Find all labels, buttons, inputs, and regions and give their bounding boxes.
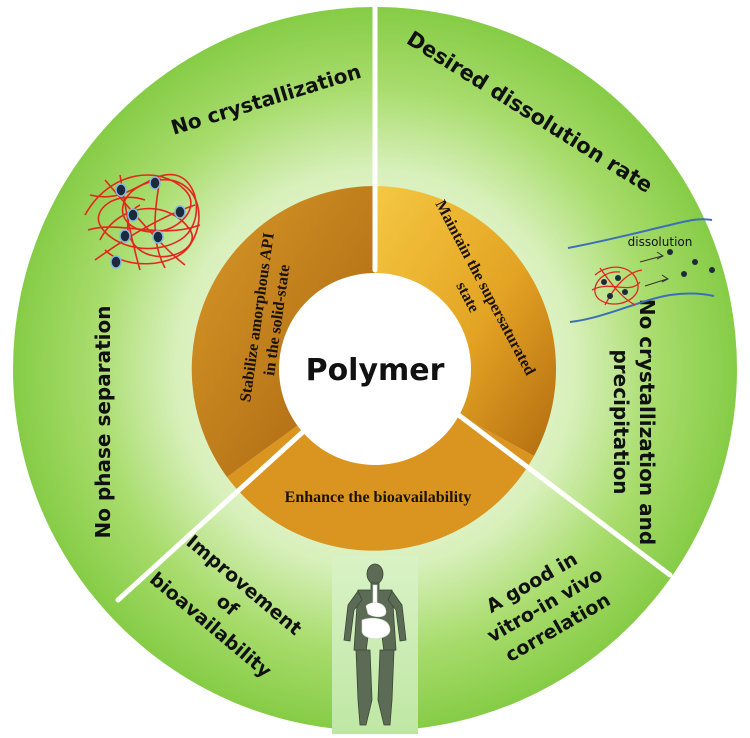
dividers bbox=[115, 5, 673, 603]
dissolution-label: dissolution bbox=[628, 235, 693, 249]
inner-sector-left bbox=[191, 185, 375, 477]
center-circle bbox=[279, 273, 471, 465]
outer-label-no-phase-separation: No phase separation bbox=[91, 306, 115, 539]
outer-label-no-cryst-precip-2: precipitation bbox=[609, 349, 633, 494]
dissolution-flow-icon: dissolution bbox=[567, 218, 715, 323]
drug-particles bbox=[110, 176, 186, 269]
center-label: Polymer bbox=[306, 353, 445, 388]
human-body-icon bbox=[332, 556, 418, 734]
outer-label-no-cryst-precip-1: No crystallization and bbox=[635, 299, 659, 545]
inner-label-bottom: Enhance the bioavailability bbox=[285, 489, 472, 506]
